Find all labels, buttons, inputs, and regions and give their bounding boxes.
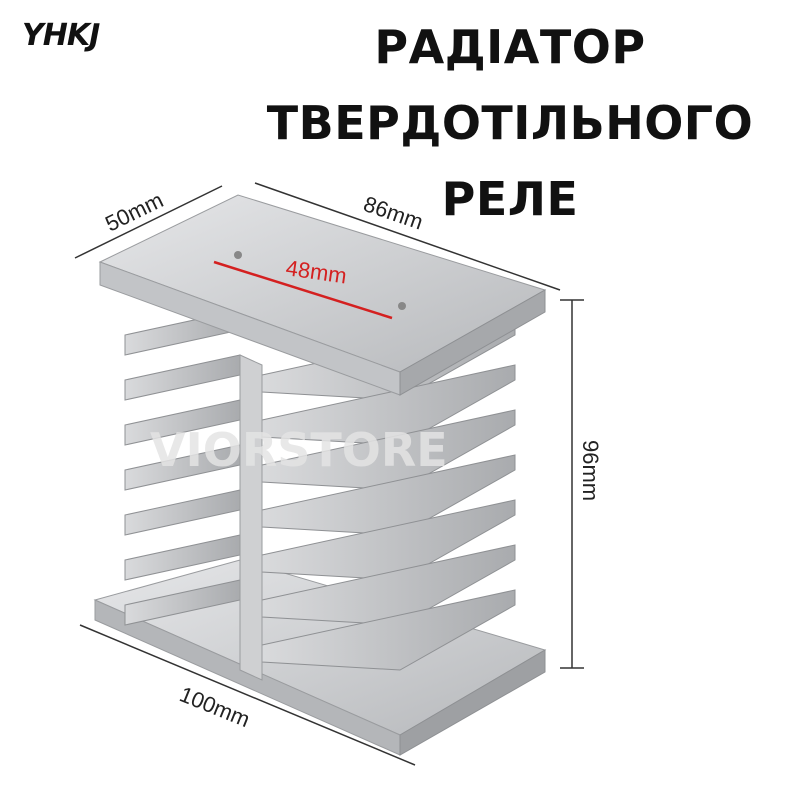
heatsink-stem bbox=[239, 354, 263, 681]
title-line-3: РЕЛЕ bbox=[441, 172, 579, 226]
heatsink-fin bbox=[124, 354, 241, 401]
dimension-length: 100mm bbox=[176, 681, 253, 732]
watermark: VIORSTORE bbox=[150, 423, 448, 477]
dimension-height: 96mm bbox=[578, 440, 603, 501]
brand-logo: YHKJ bbox=[22, 18, 100, 53]
heatsink-fins bbox=[124, 309, 516, 671]
heatsink-top-plate bbox=[98, 194, 547, 396]
title-line-1: РАДІАТОР bbox=[374, 20, 646, 74]
mounting-hole bbox=[234, 251, 242, 259]
heatsink-fin bbox=[124, 489, 241, 536]
title-line-2: ТВЕРДОТІЛЬНОГО bbox=[266, 96, 754, 150]
mounting-hole bbox=[398, 302, 406, 310]
